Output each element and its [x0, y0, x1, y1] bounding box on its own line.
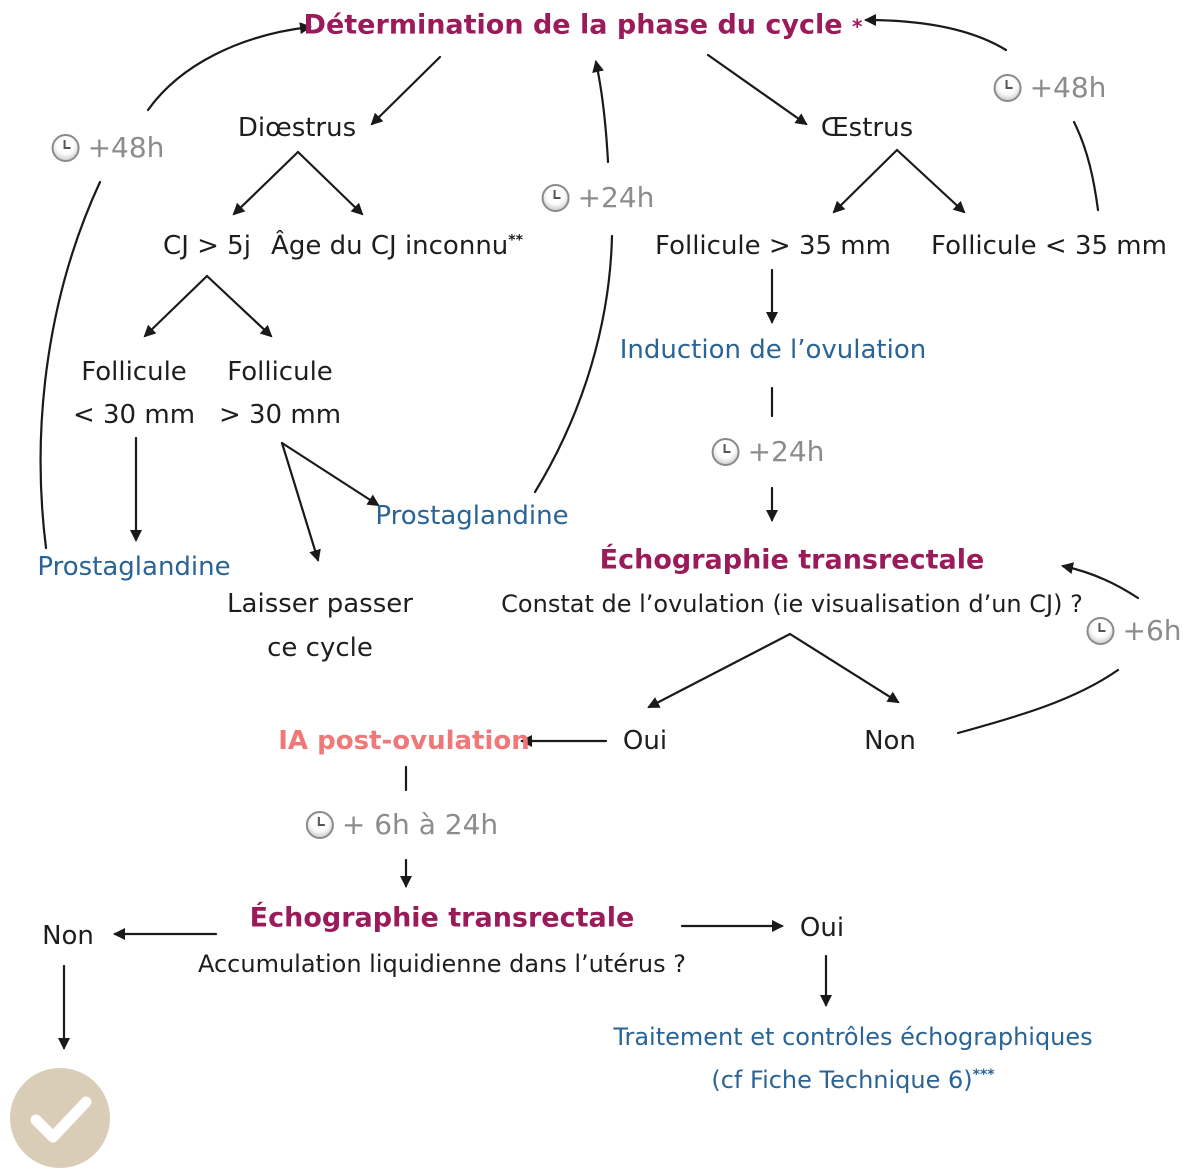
- node-oui2: Oui: [799, 913, 845, 943]
- clock-icon: [711, 438, 740, 466]
- arrow-loop-right-upper: [864, 14, 1008, 52]
- node-age-cj-star: **: [508, 232, 523, 249]
- arrow-phase-dioestrus: [370, 55, 442, 126]
- timer-ia: + 6h à 24h: [305, 808, 499, 841]
- node-non2: Non: [42, 921, 94, 951]
- arrow-loop-mid-upper: [592, 60, 610, 164]
- arrow-non-loop-lower: [956, 668, 1120, 735]
- timer-induction-label: +24h: [747, 435, 825, 468]
- node-phase: Détermination de la phase du cycle *: [304, 12, 863, 39]
- checkmark-icon: [10, 1068, 110, 1168]
- arrow-non-loop-upper: [1061, 562, 1140, 600]
- node-non1: Non: [864, 726, 916, 756]
- clock-icon: [541, 184, 570, 212]
- timer-left-label: +48h: [87, 131, 165, 164]
- timer-mid: +24h: [541, 181, 655, 214]
- timer-6h-label: +6h: [1122, 614, 1182, 647]
- arrow-loop-left-upper: [146, 22, 312, 112]
- arrow-loop-left-lower: [39, 180, 102, 550]
- node-prosta-mid: Prostaglandine: [375, 501, 569, 531]
- node-cj5: CJ > 5j: [163, 231, 251, 261]
- arrow-echo1-non: [788, 632, 900, 704]
- arrow-phase-oestrus: [706, 53, 808, 126]
- node-traitement-b: (cf Fiche Technique 6)***: [711, 1068, 994, 1092]
- node-echo2-question: Accumulation liquidienne dans l’utérus ?: [197, 950, 687, 978]
- node-foll-lt30-a: Follicule: [81, 357, 187, 387]
- timer-left: +48h: [51, 131, 165, 164]
- timer-right-label: +48h: [1029, 71, 1107, 104]
- node-dioestrus: Diœstrus: [237, 113, 357, 143]
- node-foll-gt30-a: Follicule: [227, 357, 333, 387]
- arrow-cj5-follgt30: [205, 274, 273, 338]
- arrow-follgt30-laisser: [280, 441, 321, 562]
- clock-icon: [1086, 617, 1115, 645]
- clock-icon: [305, 811, 334, 839]
- arrow-oestrus-follgt35: [832, 148, 899, 214]
- timer-right: +48h: [993, 71, 1107, 104]
- node-echo2-title: Échographie transrectale: [249, 902, 635, 934]
- arrow-loop-mid-lower: [533, 234, 614, 494]
- node-traitement-b-label: (cf Fiche Technique 6): [711, 1066, 973, 1094]
- node-age-cj: Âge du CJ inconnu**: [271, 233, 523, 259]
- node-traitement-a: Traitement et contrôles échographiques: [613, 1023, 1093, 1051]
- node-echo1-title: Échographie transrectale: [599, 544, 985, 576]
- node-foll-gt35: Follicule > 35 mm: [655, 231, 891, 261]
- arrow-follgt30-prosta: [280, 441, 380, 507]
- arrow-oestrus-folllt35: [895, 148, 966, 214]
- node-traitement-star: ***: [972, 1067, 995, 1083]
- node-oestrus: Œstrus: [820, 113, 914, 143]
- arrow-echo1-oui: [647, 632, 792, 709]
- timer-6h: +6h: [1086, 614, 1182, 647]
- node-oui1: Oui: [622, 726, 668, 756]
- node-phase-label: Détermination de la phase du cycle: [303, 9, 843, 41]
- node-foll-lt35: Follicule < 35 mm: [931, 231, 1167, 261]
- node-laisser-b: ce cycle: [267, 633, 373, 663]
- clock-icon: [993, 74, 1022, 102]
- node-foll-lt30-b: < 30 mm: [72, 400, 196, 430]
- node-phase-star: *: [851, 14, 863, 39]
- node-age-cj-label: Âge du CJ inconnu: [271, 231, 509, 261]
- node-laisser-a: Laisser passer: [227, 589, 413, 619]
- timer-mid-label: +24h: [577, 181, 655, 214]
- node-induction: Induction de l’ovulation: [619, 335, 927, 365]
- arrow-dioestrus-agecj: [296, 150, 364, 216]
- node-prosta-left: Prostaglandine: [37, 552, 231, 582]
- arrow-cj5-folllt30: [143, 274, 209, 338]
- node-ia: IA post-ovulation: [278, 726, 530, 756]
- node-echo1-question: Constat de l’ovulation (ie visualisation…: [501, 590, 1083, 618]
- arrow-dioestrus-cj5: [232, 150, 300, 216]
- arrow-loop-right-lower: [1072, 120, 1100, 212]
- timer-ia-label: + 6h à 24h: [341, 808, 499, 841]
- timer-induction: +24h: [711, 435, 825, 468]
- node-foll-gt30-b: > 30 mm: [218, 400, 342, 430]
- clock-icon: [51, 134, 80, 162]
